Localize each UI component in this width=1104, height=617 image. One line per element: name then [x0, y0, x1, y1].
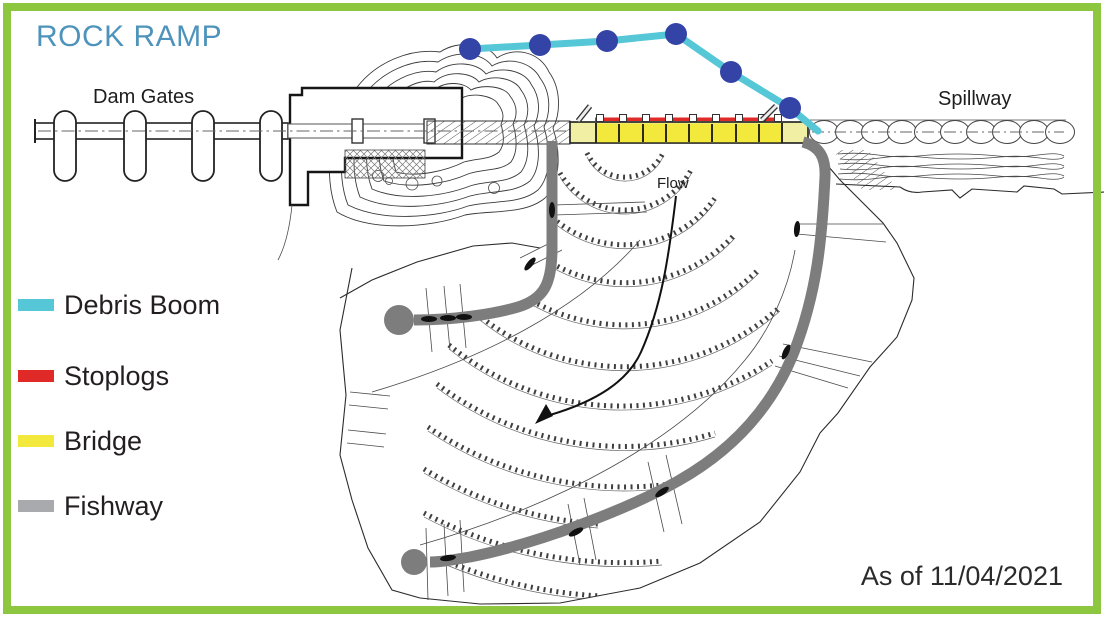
legend-item-bridge: Bridge	[18, 424, 142, 458]
shoreline	[833, 150, 1104, 199]
debris-boom	[459, 23, 822, 135]
fishway-path-left	[413, 141, 558, 326]
flow-label: Flow	[657, 175, 689, 192]
legend-item-debris-boom: Debris Boom	[18, 288, 220, 322]
as-of-date: As of 11/04/2021	[860, 561, 1063, 591]
fishway-swatch	[18, 500, 54, 512]
debris-boom-swatch	[18, 299, 54, 311]
bridge-pins	[575, 104, 778, 123]
page-title: ROCK RAMP	[36, 20, 223, 53]
legend-item-stoplogs: Stoplogs	[18, 359, 169, 393]
fishway	[384, 136, 831, 575]
spillway-label: Spillway	[938, 88, 1012, 110]
stoplogs-swatch	[18, 370, 54, 382]
fishway-endpoint-left	[384, 305, 414, 335]
flow-arrow	[535, 195, 677, 424]
legend-label: Debris Boom	[64, 290, 221, 320]
legend-item-fishway: Fishway	[18, 489, 163, 523]
spillway-structure	[809, 119, 1075, 144]
boom-floats	[459, 23, 801, 119]
dam-gates	[34, 110, 289, 182]
fishway-path-right	[429, 136, 831, 568]
legend-label: Stoplogs	[64, 361, 170, 391]
legend-label: Bridge	[64, 426, 143, 456]
dam-crest	[38, 120, 571, 179]
dam-gates-label: Dam Gates	[93, 86, 195, 108]
powerhouse-building	[277, 86, 464, 261]
fishway-endpoint-bottom	[401, 549, 427, 575]
bridge	[569, 121, 809, 144]
stoplogs-line	[575, 104, 782, 123]
legend-label: Fishway	[64, 491, 164, 521]
rock-ramp-stone-rows	[371, 153, 796, 601]
bridge-swatch	[18, 435, 54, 447]
fishway-knots	[421, 202, 801, 562]
